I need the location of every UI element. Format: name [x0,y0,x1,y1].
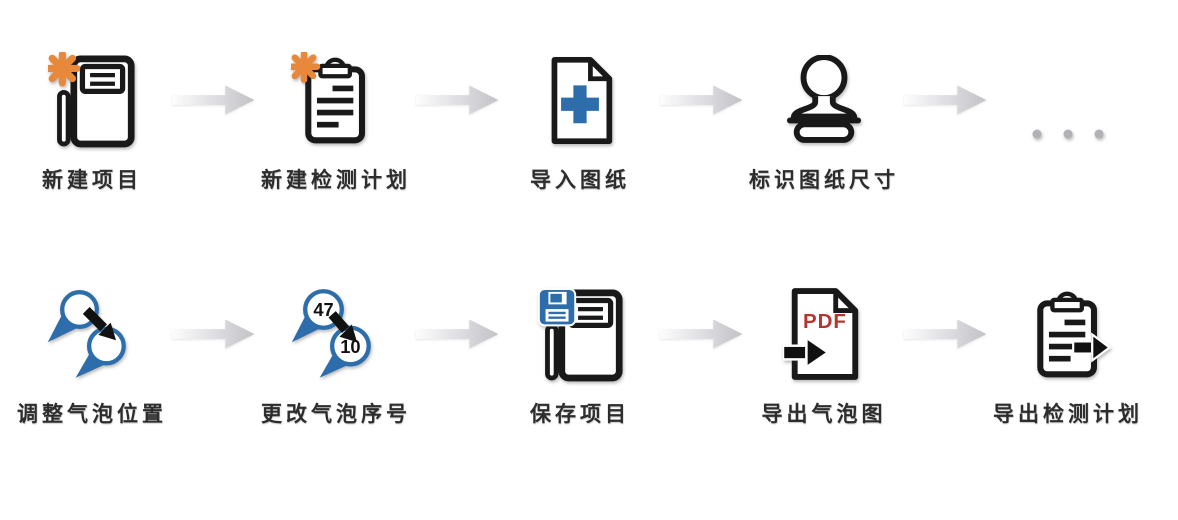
step-adjust-bubble-position: 调整气泡位置 [12,284,172,428]
new-asterisk-icon [48,52,81,87]
flow-arrow-icon [904,85,987,115]
pdf-label: PDF [803,310,847,333]
step-label: 标识图纸尺寸 [749,169,899,192]
new-inspection-plan-clipboard-icon [291,51,365,143]
export-arrow-icon [1072,331,1112,363]
import-drawing-document-plus-icon [551,56,613,144]
step-label: 导出检测计划 [993,403,1143,426]
save-project-notebook-floppy-icon [537,288,623,382]
step-export-bubble-drawing: PDF 导出气泡图 [744,284,904,428]
step-new-inspection-plan: 新建检测计划 [256,50,416,194]
flow-arrow-icon [660,319,743,349]
workflow-row-2: 调整气泡位置 47 10 [0,284,1178,428]
step-mark-drawing-size: 标识图纸尺寸 [744,50,904,194]
move-arrow-icon [328,310,358,342]
adjust-bubble-position-icon [47,289,126,378]
flow-arrow-icon [904,319,987,349]
export-bubble-drawing-pdf-icon: PDF [783,288,859,380]
mark-drawing-size-stamp-icon [786,55,862,143]
flow-arrow-icon [416,85,499,115]
new-project-notebook-icon [48,52,135,148]
step-export-inspection-plan: 导出检测计划 [988,284,1148,428]
export-inspection-plan-clipboard-icon [1037,291,1112,377]
step-label: 保存项目 [530,403,630,426]
step-label: 新建项目 [42,169,142,192]
flow-arrow-icon [172,85,255,115]
step-more [988,50,1148,164]
bubble-number-from: 47 [313,299,333,320]
step-label: 更改气泡序号 [261,403,411,426]
plus-icon [561,84,599,123]
export-arrow-icon [783,335,831,370]
step-label: 导出气泡图 [761,403,887,426]
flow-arrow-icon [172,319,255,349]
workflow-row-1: 新建项目 [0,0,1178,194]
step-change-bubble-number: 47 10 更改气泡序号 [256,284,416,428]
flow-arrow-icon [416,319,499,349]
new-asterisk-icon [291,51,321,83]
floppy-disk-icon [537,288,577,327]
step-import-drawing: 导入图纸 [500,50,660,194]
step-label: 调整气泡位置 [17,403,167,426]
ellipsis-icon [1032,129,1104,139]
move-arrow-icon [82,306,117,340]
step-save-project: 保存项目 [500,284,660,428]
step-label: 导入图纸 [530,169,630,192]
flow-arrow-icon [660,85,743,115]
step-new-project: 新建项目 [12,50,172,194]
step-label: 新建检测计划 [261,169,411,192]
change-bubble-number-icon: 47 10 [291,288,371,378]
